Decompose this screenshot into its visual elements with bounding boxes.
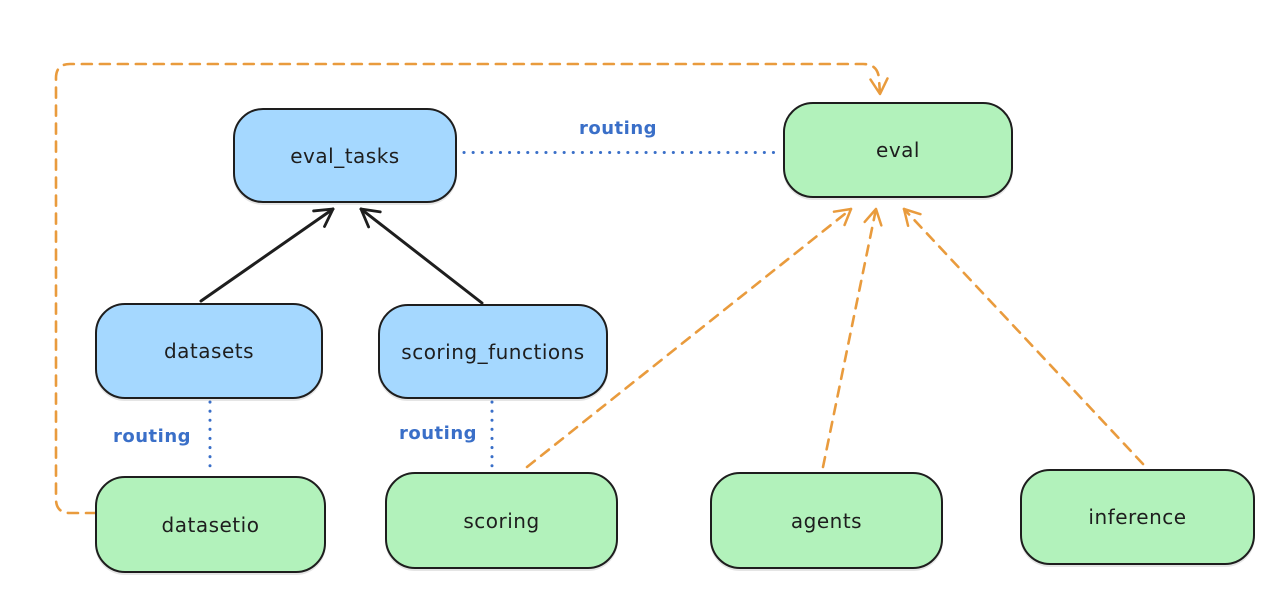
arrow-datasets-to-eval-tasks bbox=[199, 207, 335, 303]
edge-label-routing-eval-tasks-eval: routing bbox=[578, 118, 658, 139]
arrow-datasetio-to-eval bbox=[54, 62, 889, 515]
edge-label-routing-scoring-functions-scoring: routing bbox=[398, 423, 478, 444]
node-inference: inference bbox=[1020, 469, 1255, 565]
node-datasetio: datasetio bbox=[95, 476, 326, 573]
arrow-agents-to-eval bbox=[821, 207, 883, 469]
edge-label-routing-datasets-datasetio: routing bbox=[112, 426, 192, 447]
node-datasets-label: datasets bbox=[163, 339, 255, 363]
arrow-scoring-functions-to-eval-tasks bbox=[359, 207, 484, 305]
node-scoring: scoring bbox=[385, 472, 618, 569]
arrow-scoring-to-eval bbox=[525, 207, 853, 469]
node-datasetio-label: datasetio bbox=[161, 512, 260, 537]
node-eval-tasks-label: eval_tasks bbox=[290, 143, 400, 168]
node-eval-label: eval bbox=[876, 138, 920, 162]
node-scoring-functions-label: scoring_functions bbox=[401, 339, 585, 364]
node-agents-label: agents bbox=[790, 508, 863, 533]
node-agents: agents bbox=[710, 472, 943, 569]
node-eval-tasks: eval_tasks bbox=[233, 108, 457, 203]
arrow-inference-to-eval bbox=[902, 207, 1145, 466]
node-inference-label: inference bbox=[1088, 505, 1187, 529]
node-scoring-functions: scoring_functions bbox=[378, 304, 608, 399]
node-scoring-label: scoring bbox=[463, 508, 540, 533]
node-datasets: datasets bbox=[95, 303, 323, 399]
node-eval: eval bbox=[783, 102, 1013, 198]
